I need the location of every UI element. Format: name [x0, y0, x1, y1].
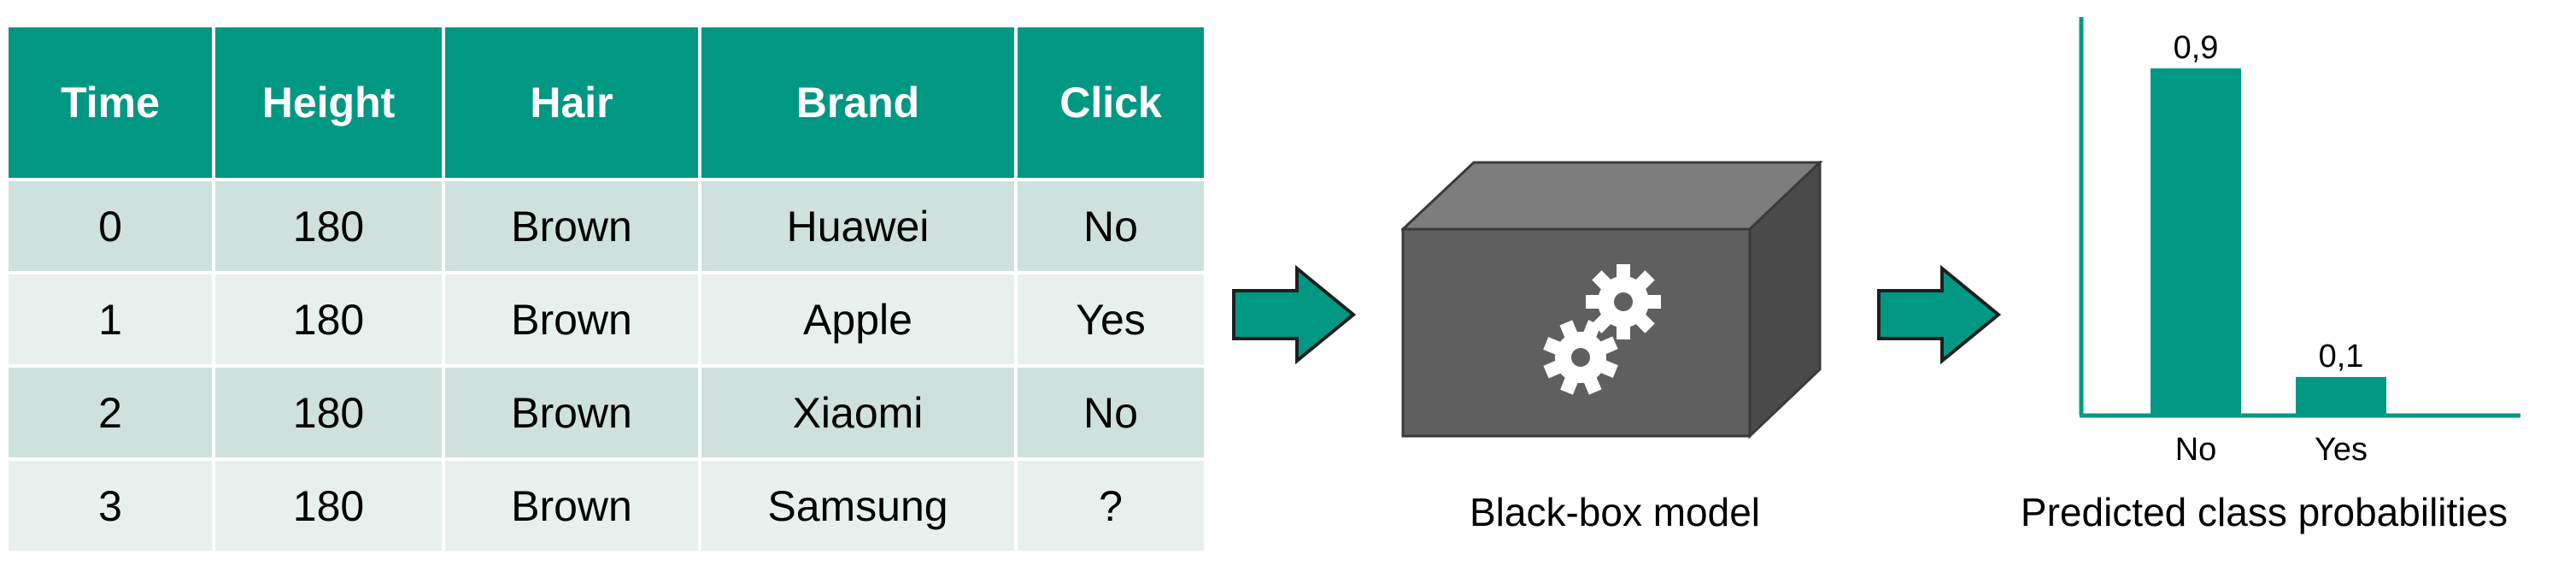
- column-header-brand: Brand: [698, 24, 1018, 181]
- column-header-height: Height: [212, 24, 445, 181]
- cell-time: 1: [5, 271, 215, 368]
- cell-height: 180: [212, 271, 445, 368]
- category-label: Yes: [2315, 432, 2368, 468]
- cell-hair: Brown: [442, 364, 701, 461]
- table-row: 3 180 Brown Samsung ?: [5, 457, 1207, 554]
- cell-brand: Samsung: [698, 457, 1018, 554]
- cell-hair: Brown: [442, 178, 701, 274]
- table-row: 1 180 Brown Apple Yes: [5, 271, 1207, 368]
- cell-height: 180: [212, 457, 445, 554]
- cell-time: 3: [5, 457, 215, 554]
- gears-icon: [1543, 264, 1661, 395]
- category-label: No: [2175, 432, 2217, 468]
- flow-arrow-icon: [1877, 264, 2002, 365]
- value-label: 0,1: [2319, 339, 2364, 374]
- cell-hair: Brown: [442, 271, 701, 368]
- cell-brand: Huawei: [698, 178, 1018, 274]
- cell-click: Yes: [1014, 271, 1207, 368]
- cell-click: ?: [1014, 457, 1207, 554]
- value-label: 0,9: [2174, 30, 2219, 66]
- output-label: Predicted class probabilities: [2020, 490, 2509, 534]
- black-box-model-icon: [1401, 161, 1823, 439]
- bar-no: [2151, 68, 2241, 416]
- cell-time: 2: [5, 364, 215, 461]
- table-header-row: Time Height Hair Brand Click: [5, 24, 1207, 181]
- model-label: Black-box model: [1469, 490, 1761, 534]
- cell-height: 180: [212, 178, 445, 274]
- cell-time: 0: [5, 178, 215, 274]
- table-row: 0 180 Brown Huawei No: [5, 178, 1207, 274]
- flow-arrow-icon: [1232, 264, 1357, 365]
- bar-yes: [2296, 376, 2386, 416]
- cell-click: No: [1014, 364, 1207, 461]
- cell-click: No: [1014, 178, 1207, 274]
- column-header-hair: Hair: [442, 24, 701, 181]
- column-header-time: Time: [5, 24, 215, 181]
- column-header-click: Click: [1014, 24, 1207, 181]
- cell-brand: Xiaomi: [698, 364, 1018, 461]
- table-row: 2 180 Brown Xiaomi No: [5, 364, 1207, 461]
- input-data-table: Time Height Hair Brand Click 0 180 Brown…: [5, 24, 1207, 554]
- cell-height: 180: [212, 364, 445, 461]
- cell-brand: Apple: [698, 271, 1018, 368]
- cell-hair: Brown: [442, 457, 701, 554]
